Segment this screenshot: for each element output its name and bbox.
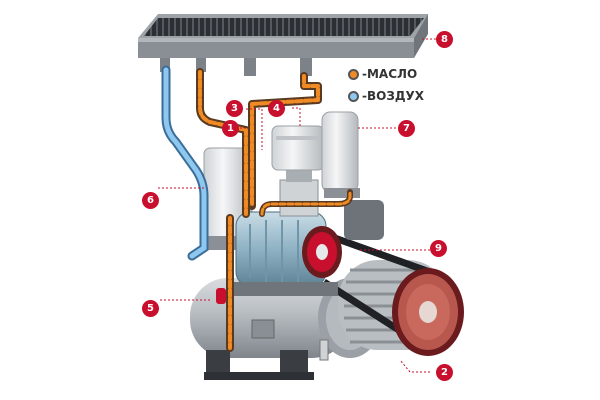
callout-5: 5 <box>142 300 159 317</box>
callout-7: 7 <box>398 120 415 137</box>
screw-block <box>226 211 342 296</box>
motor-pulley <box>392 268 464 356</box>
air-filter <box>271 125 325 217</box>
legend-oil-label: -МАСЛО <box>362 67 418 81</box>
legend-oil: -МАСЛО <box>348 67 417 81</box>
legend-air-label: -ВОЗДУХ <box>362 89 425 103</box>
oil-pipes <box>196 68 353 352</box>
radiator <box>138 14 428 76</box>
callout-2: 2 <box>436 364 453 381</box>
oil-filter <box>321 111 384 240</box>
legend-air: -ВОЗДУХ <box>348 89 424 103</box>
callout-6: 6 <box>142 192 159 209</box>
callout-4: 4 <box>268 100 285 117</box>
callout-8: 8 <box>436 31 453 48</box>
oil-legend-dot-icon <box>348 68 359 80</box>
callout-3: 3 <box>226 100 243 117</box>
air-legend-dot-icon <box>348 90 359 102</box>
callout-1: 1 <box>222 120 239 137</box>
leader-lines <box>158 38 436 373</box>
callout-9: 9 <box>430 240 447 257</box>
